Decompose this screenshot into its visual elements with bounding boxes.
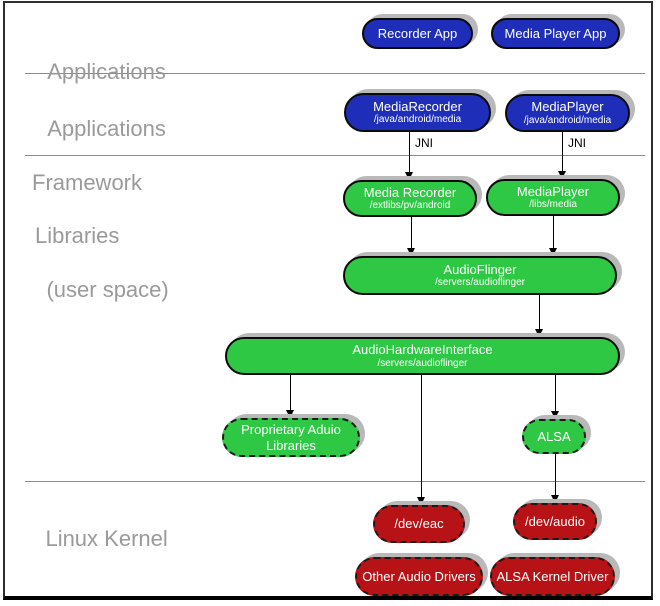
edge-audioflinger-to-ahi-arrowhead xyxy=(535,329,543,337)
node-path: /extlibs/pv/android xyxy=(369,200,451,212)
layer-label-linux-kernel: Linux Kernel xyxy=(21,498,168,579)
edge-alsa-to-dev-audio-line xyxy=(555,454,556,495)
node-title: Media Player App xyxy=(504,25,607,41)
layer-label-applications: Applications xyxy=(24,31,166,112)
node-title: MediaPlayer xyxy=(516,183,590,199)
node-media-player-app: Media Player App xyxy=(491,18,620,49)
node-audioflinger: AudioFlinger /servers/audioflinger xyxy=(343,256,617,295)
layer-label-text: Linux Kernel xyxy=(45,526,168,551)
node-mediarecorder-framework: MediaRecorder /java/android/media xyxy=(344,93,491,132)
node-title: /dev/audio xyxy=(525,513,585,529)
node-path: /servers/audioflinger xyxy=(377,357,468,369)
divider-applications xyxy=(25,73,645,74)
edge-ahi-to-dev-eac-line xyxy=(421,375,422,497)
layer-label-text: Applications xyxy=(47,116,166,141)
node-mediaplayer-framework: MediaPlayer /java/android/media xyxy=(505,94,630,132)
node-title: AudioFlinger xyxy=(443,261,517,277)
jni-label-right: JNI xyxy=(568,136,586,150)
layer-label-text: Libraries xyxy=(35,223,120,248)
node-audio-hardware-interface: AudioHardwareInterface /servers/audiofli… xyxy=(225,337,620,375)
divider-framework xyxy=(25,155,645,156)
layer-label-applications-framework: Applications Framework xyxy=(24,88,166,250)
edge-jni-left-arrowhead xyxy=(405,172,413,180)
node-mediaplayer-library: MediaPlayer /libs/media xyxy=(486,179,620,216)
node-title: /dev/eac xyxy=(394,516,444,532)
edge-mediaplayer-to-audioflinger-arrowhead xyxy=(549,248,557,256)
edge-audioflinger-to-ahi-line xyxy=(539,295,540,329)
node-dev-eac: /dev/eac xyxy=(373,505,465,543)
edge-ahi-to-alsa-line xyxy=(555,375,556,411)
node-media-recorder-library: Media Recorder /extlibs/pv/android xyxy=(343,180,477,217)
node-title: MediaRecorder xyxy=(373,98,462,114)
edge-mediarecorder-to-audioflinger-line xyxy=(411,217,412,248)
layer-label-text: Applications xyxy=(47,59,166,84)
node-title: Media Recorder xyxy=(363,184,457,200)
layer-label-text: (user space) xyxy=(46,277,169,302)
edge-jni-left-line xyxy=(409,132,410,172)
node-title: AudioHardwareInterface xyxy=(352,342,493,358)
edge-alsa-to-dev-audio-arrowhead xyxy=(551,495,559,503)
node-title: ALSA Kernel Driver xyxy=(496,568,609,584)
node-proprietary-audio-libraries: Proprietary Aduio Libraries xyxy=(222,418,360,457)
node-title: ALSA xyxy=(537,428,571,444)
edge-ahi-to-proprietary-line xyxy=(290,375,291,410)
node-title: Recorder App xyxy=(377,25,458,41)
node-dev-audio: /dev/audio xyxy=(513,503,597,540)
edge-mediarecorder-to-audioflinger-arrowhead xyxy=(407,248,415,256)
node-title-line2: Libraries xyxy=(266,437,316,453)
node-path: /java/android/media xyxy=(523,114,612,126)
layer-label-libraries: Libraries (user space) xyxy=(22,168,169,330)
node-path: /java/android/media xyxy=(373,114,462,126)
edge-ahi-to-proprietary-arrowhead xyxy=(286,410,294,418)
edge-jni-right-line xyxy=(562,132,563,171)
node-alsa-kernel-driver: ALSA Kernel Driver xyxy=(490,557,615,596)
edge-ahi-to-dev-eac-arrowhead xyxy=(417,497,425,505)
jni-label-left: JNI xyxy=(415,136,433,150)
node-title: MediaPlayer xyxy=(531,99,604,115)
node-title: Other Audio Drivers xyxy=(362,568,476,584)
node-path: /libs/media xyxy=(529,199,577,211)
edge-jni-right-arrowhead xyxy=(558,171,566,179)
node-alsa: ALSA xyxy=(522,419,586,454)
divider-kernel xyxy=(25,481,645,482)
node-path: /servers/audioflinger xyxy=(434,277,526,289)
edge-ahi-to-alsa-arrowhead xyxy=(551,411,559,419)
node-recorder-app: Recorder App xyxy=(362,18,473,49)
edge-mediaplayer-to-audioflinger-line xyxy=(553,216,554,248)
layer-label-text: Framework xyxy=(32,170,143,195)
node-title: Proprietary Aduio xyxy=(241,422,341,438)
node-other-audio-drivers: Other Audio Drivers xyxy=(355,557,483,596)
